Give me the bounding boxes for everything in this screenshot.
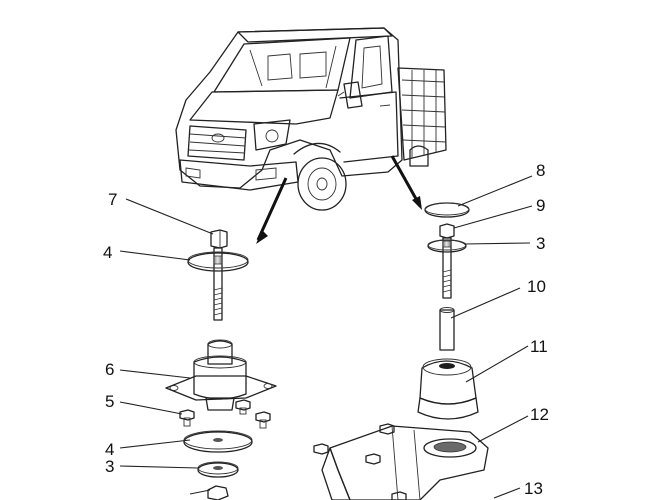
callout-8: 8	[536, 161, 545, 180]
callout-3-left: 3	[105, 457, 114, 476]
truck-illustration	[175, 27, 447, 244]
rubber-cushion-11	[417, 358, 479, 420]
callout-5: 5	[105, 392, 114, 411]
callout-12: 12	[530, 405, 549, 424]
washer-4-upper	[187, 251, 249, 272]
right-mount-stack	[313, 202, 489, 500]
callout-4-upper: 4	[103, 243, 112, 262]
rubber-mount-6	[165, 339, 277, 411]
callout-10: 10	[527, 277, 546, 296]
bolt-9	[439, 223, 455, 299]
callout-6: 6	[105, 360, 114, 379]
washer-3-right	[427, 239, 467, 253]
spacer-10	[439, 307, 455, 351]
left-mount-stack	[165, 229, 277, 500]
callout-3-right: 3	[536, 234, 545, 253]
callout-11: 11	[530, 337, 548, 356]
bracket-12	[313, 423, 489, 500]
bolts-5	[179, 399, 271, 429]
nut-left	[207, 485, 229, 500]
washer-3-left	[197, 461, 239, 478]
leader-lines	[119, 175, 533, 499]
washer-4-lower	[183, 430, 253, 453]
callout-4-lower: 4	[105, 440, 114, 459]
callout-7: 7	[108, 190, 117, 209]
plate-8	[424, 202, 470, 218]
callout-13: 13	[524, 479, 543, 498]
callout-labels: 7 4 6 5 4 3 8 9 3 10 11 12 13	[103, 161, 549, 498]
bolt-7	[210, 229, 228, 321]
callout-9: 9	[536, 196, 545, 215]
